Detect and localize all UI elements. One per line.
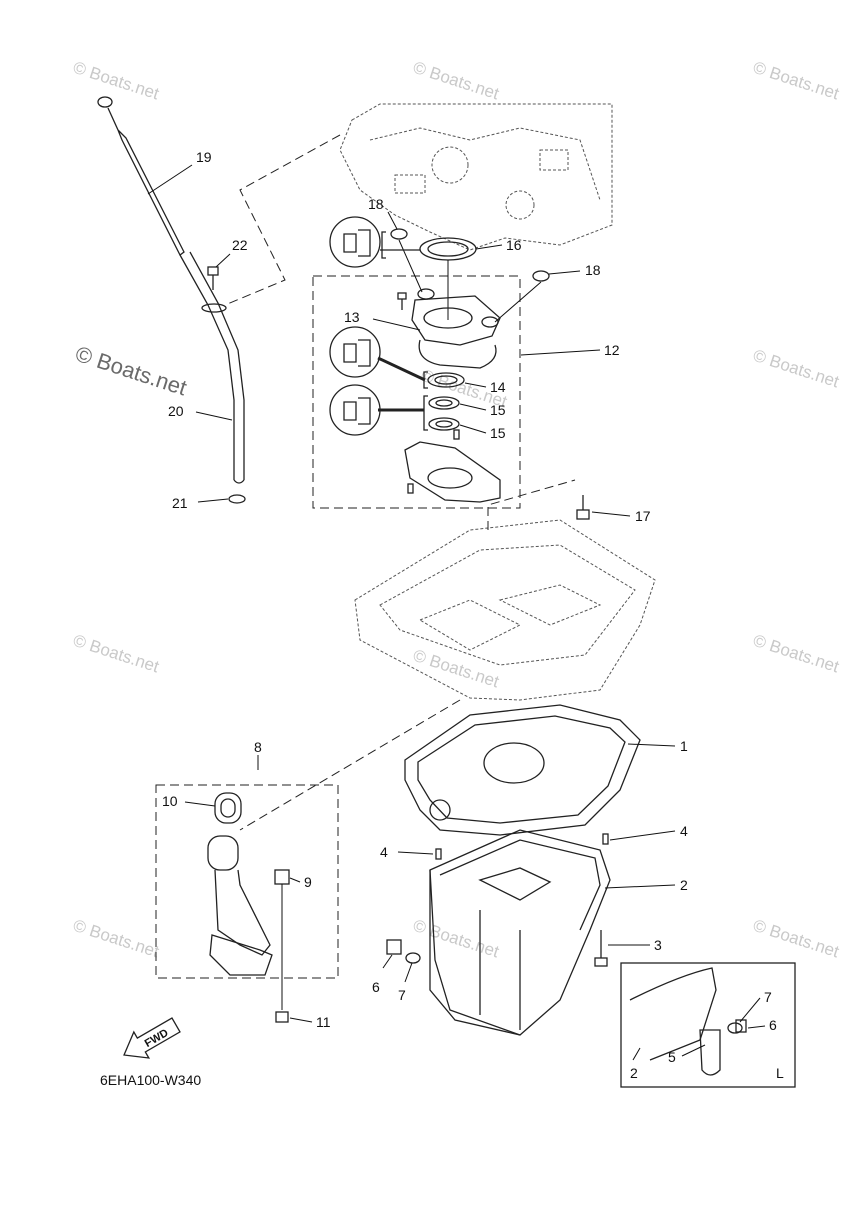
oil-seal-15a — [428, 396, 460, 410]
callout-15: 15 — [490, 402, 506, 418]
watermark: © Boats.net — [751, 631, 842, 677]
detail-label: L — [776, 1065, 784, 1081]
oring-21 — [228, 494, 246, 504]
watermark: © Boats.net — [71, 631, 162, 677]
callout-7: 7 — [398, 987, 406, 1003]
oil-seal-16 — [419, 237, 477, 261]
callout-21: 21 — [172, 495, 188, 511]
callout-2: 2 — [630, 1065, 638, 1081]
watermark: © Boats.net — [751, 346, 842, 392]
detail-l-box — [620, 962, 796, 1088]
callout-3: 3 — [654, 937, 662, 953]
fwd-label: FWD — [143, 1027, 171, 1050]
callout-8: 8 — [254, 739, 262, 755]
bolt-22 — [207, 266, 219, 290]
watermark: © Boats.net — [411, 916, 502, 962]
dipstick-guide-tube — [179, 251, 245, 484]
callout-2: 2 — [680, 877, 688, 893]
detail-seal-14 — [329, 326, 426, 382]
gasket-13 — [418, 339, 497, 369]
watermark: © Boats.net — [71, 58, 162, 104]
dowel-pin-4b — [602, 833, 609, 845]
seal-housing — [397, 288, 501, 346]
reference-line — [487, 479, 576, 530]
leader-lines — [147, 164, 766, 1061]
callout-12: 12 — [604, 342, 620, 358]
axis-line — [494, 281, 542, 323]
oil-pan-2 — [429, 829, 611, 1036]
callout-20: 20 — [168, 403, 184, 419]
callout-1: 1 — [680, 738, 688, 754]
fwd-arrow: FWD — [123, 1017, 181, 1059]
callout-16: 16 — [506, 237, 522, 253]
diagram-code: 6EHA100-W340 — [100, 1072, 201, 1088]
callout-5: 5 — [668, 1049, 676, 1065]
bolt-3 — [594, 930, 608, 967]
callout-22: 22 — [232, 237, 248, 253]
axis-line — [398, 239, 423, 293]
oring-18b — [532, 270, 550, 282]
dipstick — [97, 96, 185, 256]
lower-housing — [404, 429, 501, 503]
bolt-11 — [275, 1011, 289, 1023]
detail-l-content — [629, 967, 747, 1076]
watermark: © Boats.net — [751, 916, 842, 962]
reference-line — [224, 134, 341, 306]
callout-9: 9 — [304, 874, 312, 890]
watermark: © Boats.net — [411, 646, 502, 692]
callout-19: 19 — [196, 149, 212, 165]
watermark-large: © Boats.net — [72, 341, 189, 400]
callout-4: 4 — [680, 823, 688, 839]
callout-6: 6 — [769, 1017, 777, 1033]
gasket-1 — [404, 704, 641, 836]
callout-18: 18 — [585, 262, 601, 278]
callout-18: 18 — [368, 196, 384, 212]
watermark: © Boats.net — [411, 58, 502, 104]
callout-labels: 19 22 18 16 18 13 12 14 15 15 20 21 17 1… — [162, 149, 784, 1081]
callout-11: 11 — [316, 1014, 331, 1030]
detail-seal-16 — [329, 216, 420, 268]
assembly-8-box — [155, 784, 339, 979]
callout-6: 6 — [372, 979, 380, 995]
bracket — [423, 395, 428, 431]
oil-seal-15b — [428, 417, 460, 431]
callout-15: 15 — [490, 425, 506, 441]
gasket-10 — [214, 792, 242, 824]
drain-bolt-6 — [386, 939, 402, 955]
assembly-12-box — [312, 275, 521, 509]
callout-17: 17 — [635, 508, 651, 524]
oil-strainer — [207, 835, 290, 976]
watermark: © Boats.net — [751, 58, 842, 104]
callout-4: 4 — [380, 844, 388, 860]
gasket-7 — [405, 952, 421, 964]
callout-10: 10 — [162, 793, 178, 809]
oring-18a — [390, 228, 408, 240]
detail-seal-15 — [329, 384, 424, 436]
reference-line — [239, 699, 461, 831]
callout-7: 7 — [764, 989, 772, 1005]
dowel-pin-4a — [435, 848, 442, 860]
engine-block-outline — [339, 103, 613, 251]
callout-14: 14 — [490, 379, 506, 395]
bolt-17 — [576, 495, 590, 520]
watermark: © Boats.net — [71, 916, 162, 962]
callout-13: 13 — [344, 309, 360, 325]
upper-casing-outline — [354, 519, 656, 701]
